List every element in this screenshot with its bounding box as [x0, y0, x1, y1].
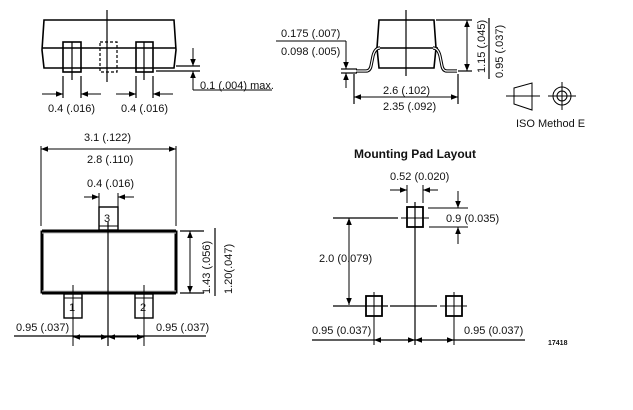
end-width-max: 2.6 (.102)	[383, 85, 430, 97]
iso-projection-symbol	[506, 82, 576, 111]
top-body	[40, 230, 178, 294]
side-standoff-label: 0.1 (.004) max.	[200, 80, 274, 92]
end-width-min: 2.35 (.092)	[383, 101, 436, 113]
pad-pitch-left: 0.95 (0.037)	[312, 325, 371, 337]
end-lead-thickness-min: 0.098 (.005)	[281, 46, 340, 58]
end-height-min: 0.95 (.037)	[494, 25, 506, 78]
pad-pitch-right: 0.95 (0.037)	[464, 325, 523, 337]
top-lead3-width: 0.4 (.016)	[87, 178, 134, 190]
top-body-width-max: 1.43 (.056)	[201, 241, 213, 294]
drawing-number: 17418	[548, 340, 568, 347]
pad-length-label: 0.9 (0.035)	[446, 213, 499, 225]
frustum-icon	[513, 82, 533, 111]
top-pitch-right: 0.95 (.037)	[156, 322, 209, 334]
end-lead-thickness-max: 0.175 (.007)	[281, 28, 340, 40]
iso-method-label: ISO Method E	[516, 118, 585, 130]
side-lead-width-right: 0.4 (.016)	[121, 103, 168, 115]
row-spacing-label: 2.0 (0.079)	[319, 253, 372, 265]
pad-width-label: 0.52 (0.020)	[390, 171, 449, 183]
mounting-pad-title: Mounting Pad Layout	[354, 147, 476, 161]
pin-3-label: 3	[104, 213, 110, 225]
top-view	[14, 146, 216, 346]
end-height-max: 1.15 (.045)	[476, 20, 488, 73]
mounting-pad-layout	[312, 185, 525, 345]
top-body-width-min: 1.20(.047)	[223, 244, 235, 294]
side-body	[41, 19, 177, 69]
pin-1-label: 1	[69, 302, 75, 314]
top-length-min: 2.8 (.110)	[87, 154, 133, 166]
side-lead-3	[99, 41, 118, 73]
target-circles-icon	[548, 82, 576, 110]
side-lead-width-left: 0.4 (.016)	[48, 103, 95, 115]
top-length-max: 3.1 (.122)	[84, 132, 131, 144]
top-pitch-left: 0.95 (.037)	[16, 322, 69, 334]
pin-2-label: 2	[140, 302, 146, 314]
side-view	[41, 10, 272, 98]
end-view	[276, 10, 490, 104]
